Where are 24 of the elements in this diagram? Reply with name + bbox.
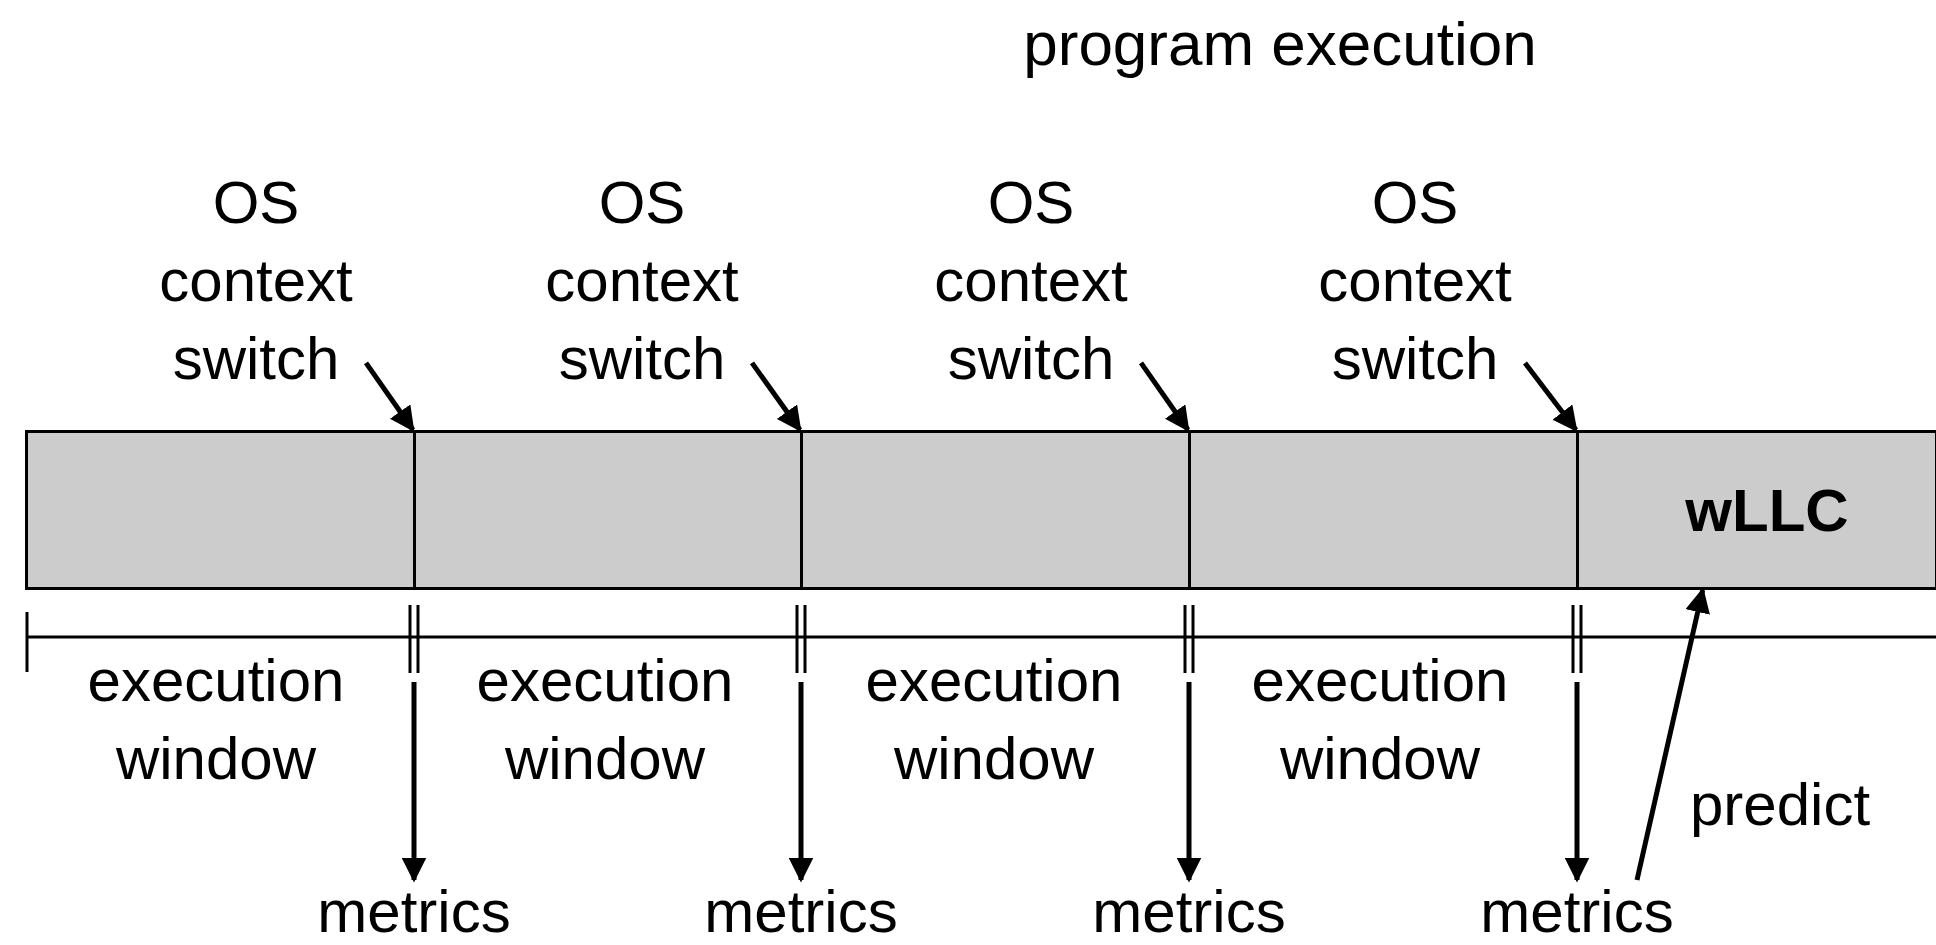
window-label: execution window <box>1250 646 1510 794</box>
timeline-segment <box>25 430 416 590</box>
metrics-label: metrics <box>1477 880 1677 944</box>
window-label: execution window <box>86 646 346 794</box>
timeline-segment <box>800 430 1191 590</box>
arrow <box>1523 361 1578 432</box>
callout-text: OS context switch <box>532 164 752 398</box>
segment-label: wLLC <box>1685 475 1849 545</box>
callout-text: OS context switch <box>1305 164 1525 398</box>
timeline-segment <box>1576 430 1936 590</box>
timeline-segment <box>1188 430 1579 590</box>
metrics-label: metrics <box>1089 880 1289 944</box>
title: program execution <box>1022 8 1538 80</box>
arrow <box>1176 682 1202 883</box>
timeline-segment <box>413 430 803 590</box>
arrow <box>788 682 814 883</box>
arrow <box>401 682 427 883</box>
window-label: execution window <box>864 646 1124 794</box>
callout-text: OS context switch <box>146 164 366 398</box>
window-label: execution window <box>475 646 735 794</box>
metrics-label: metrics <box>701 880 901 944</box>
metrics-label: metrics <box>314 880 514 944</box>
arrow <box>1564 682 1590 883</box>
callout-text: OS context switch <box>921 164 1141 398</box>
